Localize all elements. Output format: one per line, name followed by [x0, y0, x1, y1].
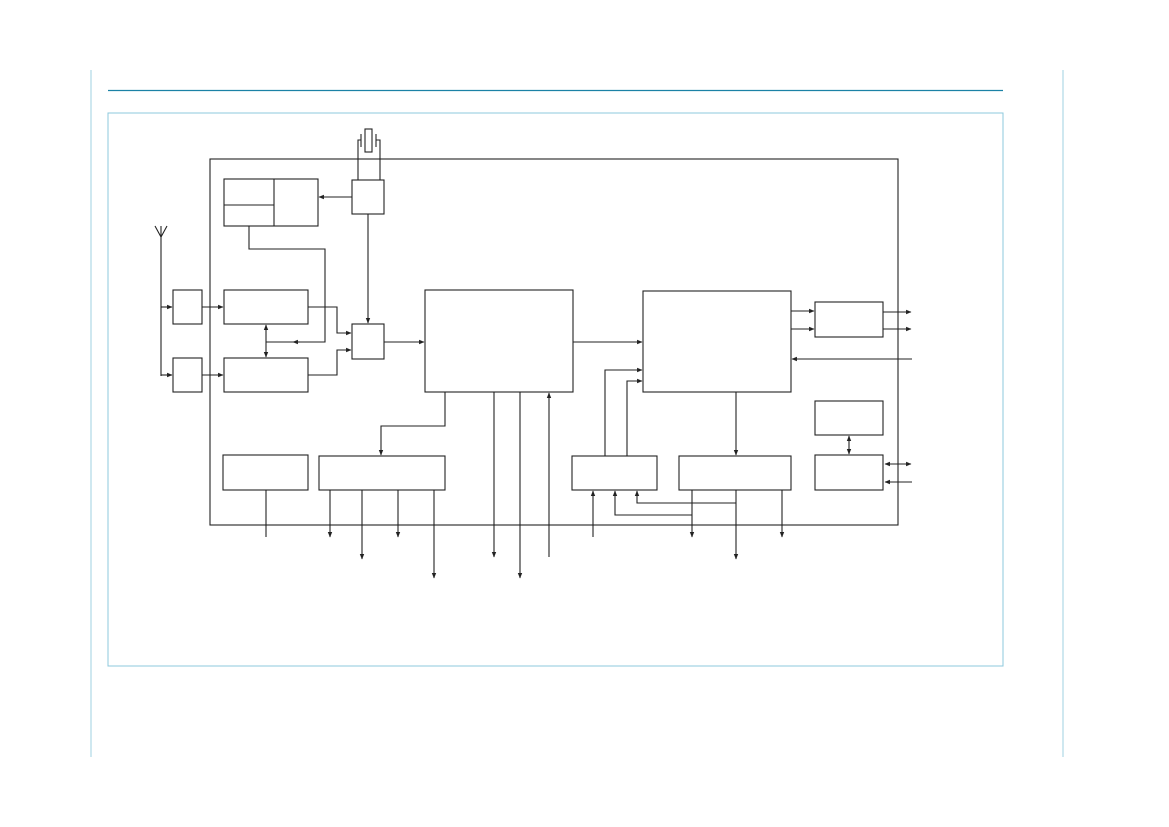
connector-arrow	[308, 306, 352, 336]
connector-arrow	[634, 490, 736, 504]
mixer-block-1	[223, 289, 309, 325]
output-block	[814, 301, 884, 338]
chip-boundary	[209, 158, 899, 526]
figure-frame	[107, 112, 1004, 667]
controller-block	[642, 290, 792, 393]
io-block	[678, 455, 792, 491]
control-input-block	[571, 455, 658, 491]
mixer-block-2	[223, 357, 309, 393]
memory-block	[814, 400, 884, 436]
connector-line	[248, 226, 326, 343]
crystal-oscillator-icon	[357, 128, 381, 180]
amplifier-block-2	[172, 357, 203, 393]
combiner-block	[351, 323, 385, 360]
peripheral-block	[318, 455, 446, 491]
power-block	[222, 454, 309, 491]
amplifier-block-1	[172, 289, 203, 325]
connector-arrow	[378, 392, 446, 456]
connector-arrow	[626, 378, 643, 456]
connector-arrow	[604, 367, 643, 456]
connector-arrow	[308, 347, 352, 376]
synthesizer-block	[223, 178, 319, 227]
antenna-icon	[154, 225, 168, 376]
connector-arrow	[612, 490, 692, 516]
processor-block	[424, 289, 574, 393]
interface-block	[814, 454, 884, 491]
oscillator-block	[351, 179, 385, 215]
